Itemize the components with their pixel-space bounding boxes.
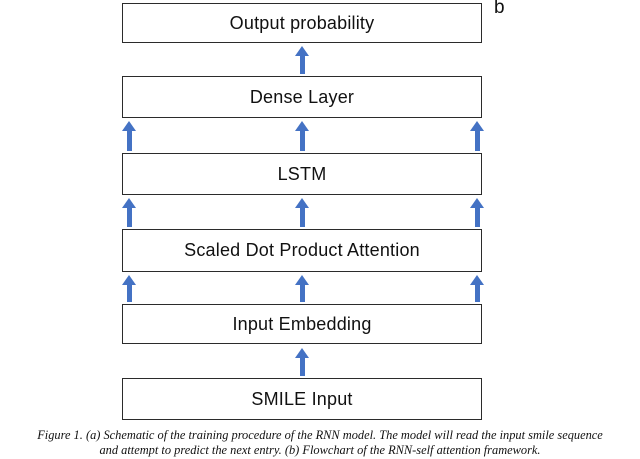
panel-label-b: b (494, 0, 505, 18)
up-arrow-icon (470, 121, 484, 151)
up-arrow-icon (295, 275, 309, 302)
flow-box-label: Scaled Dot Product Attention (184, 240, 420, 260)
up-arrow-icon (295, 198, 309, 227)
up-arrow-icon (122, 198, 136, 227)
flow-box-label: Dense Layer (249, 86, 355, 107)
caption-line-1: Figure 1. (a) Schematic of the training … (37, 428, 603, 442)
caption-line-2: and attempt to predict the next entry. (… (99, 443, 541, 457)
up-arrow-icon (470, 198, 484, 227)
up-arrow-icon (295, 121, 309, 151)
up-arrow-icon (470, 275, 484, 302)
up-arrow-icon (295, 46, 309, 74)
flow-box-label: SMILE Input (251, 388, 353, 409)
flow-box-label: Input Embedding (232, 313, 372, 334)
figure-caption: Figure 1. (a) Schematic of the training … (0, 428, 640, 458)
up-arrow-icon (295, 348, 309, 376)
flow-box-scaled-dot-product-attention: Scaled Dot Product Attention (122, 229, 482, 272)
flow-box-lstm: LSTM (122, 153, 482, 195)
flow-box-label: LSTM (277, 163, 327, 184)
flow-box-input-embedding: Input Embedding (122, 304, 482, 344)
flow-box-label: Output probability (229, 12, 375, 33)
flow-box-output-probability: Output probability (122, 3, 482, 43)
flow-box-smile-input: SMILE Input (122, 378, 482, 420)
up-arrow-icon (122, 275, 136, 302)
up-arrow-icon (122, 121, 136, 151)
flow-box-dense-layer: Dense Layer (122, 76, 482, 118)
